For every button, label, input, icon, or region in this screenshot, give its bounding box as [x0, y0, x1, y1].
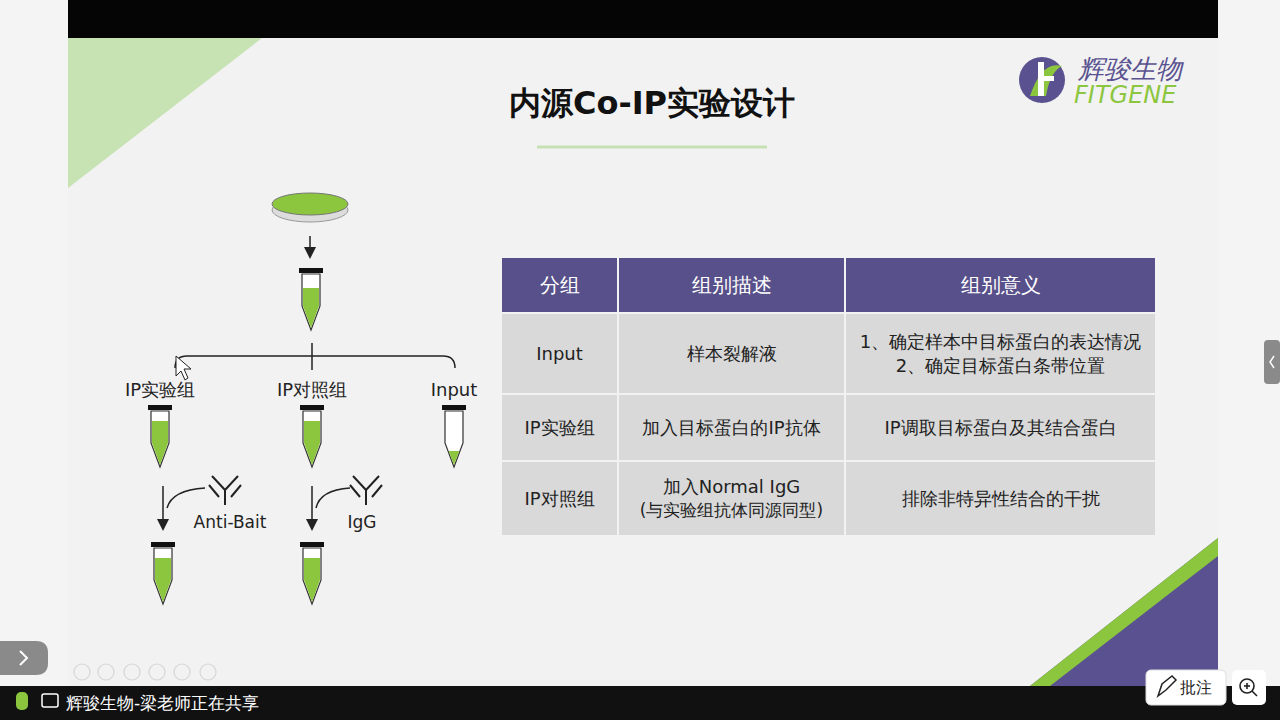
side-tab	[1264, 340, 1280, 384]
logo-icon	[1019, 57, 1065, 103]
zoom-icon	[1240, 679, 1257, 696]
table-cell-text: IP对照组	[502, 462, 617, 535]
table-cell-text: (与实验组抗体同源同型)	[619, 498, 844, 522]
table-cell-text: 加入目标蛋白的IP抗体	[619, 395, 844, 460]
tube-node: IP实验组	[115, 378, 205, 471]
group-label: IP实验组	[115, 378, 205, 402]
corner-stripe	[1030, 538, 1218, 686]
table-header: 分组	[502, 258, 617, 312]
table-cell-text: 2、确定目标蛋白条带位置	[846, 354, 1155, 378]
antibody-label: IgG	[340, 510, 384, 534]
table-cell	[846, 314, 1155, 393]
chevron-icon	[1270, 356, 1274, 368]
tube-icon	[299, 405, 325, 471]
slide-toolbar	[74, 664, 216, 680]
logo-text: FITGENE	[1074, 80, 1204, 110]
share-bar	[0, 686, 1280, 720]
logo-text: 辉骏生物	[1078, 52, 1198, 86]
annotate-button	[1146, 670, 1226, 705]
antibody-label: Anti-Bait	[188, 510, 272, 534]
table-header: 组别意义	[846, 258, 1155, 312]
table-cell-text: 排除非特异性结合的干扰	[846, 462, 1155, 535]
flow-arrow	[309, 236, 311, 256]
tube-icon	[441, 405, 467, 471]
button-label: 批注	[1180, 672, 1220, 703]
tube-node: IP对照组	[266, 378, 358, 471]
mouse-cursor	[176, 356, 191, 380]
side-button	[0, 641, 48, 675]
tube-icon	[147, 405, 173, 471]
table-cell-text: 样本裂解液	[619, 314, 844, 393]
table-cell-text: 1、确定样本中目标蛋白的表达情况	[846, 330, 1155, 354]
group-label: Input	[418, 378, 490, 402]
top-bar	[68, 0, 1218, 38]
table-cell-text: 加入Normal IgG	[619, 475, 844, 499]
petri-dish	[272, 193, 348, 222]
tube-node: Input	[418, 378, 490, 471]
tube-icon	[151, 542, 175, 604]
group-label: IP对照组	[266, 378, 358, 402]
corner-triangle	[1030, 538, 1218, 686]
table-cell-text: Input	[502, 314, 617, 393]
zoom-button	[1232, 670, 1266, 705]
table-cell-text: IP实验组	[502, 395, 617, 460]
screen-icon	[42, 694, 58, 707]
share-status: 辉骏生物-梁老师正在共享	[66, 688, 306, 718]
table-header: 组别描述	[619, 258, 844, 312]
split-line	[175, 343, 455, 370]
mic-icon	[16, 692, 28, 710]
tube-icon	[300, 542, 324, 604]
chevron-icon	[20, 651, 27, 665]
table-cell	[619, 462, 844, 535]
tube-icon	[299, 268, 323, 330]
corner-triangle	[68, 38, 262, 188]
title-underline	[537, 146, 767, 149]
table-cell-text: IP调取目标蛋白及其结合蛋白	[846, 395, 1155, 460]
slide-title: 内源Co-IP实验设计	[400, 80, 904, 126]
pen-icon	[1158, 676, 1176, 696]
antibody-symbol	[209, 476, 382, 505]
